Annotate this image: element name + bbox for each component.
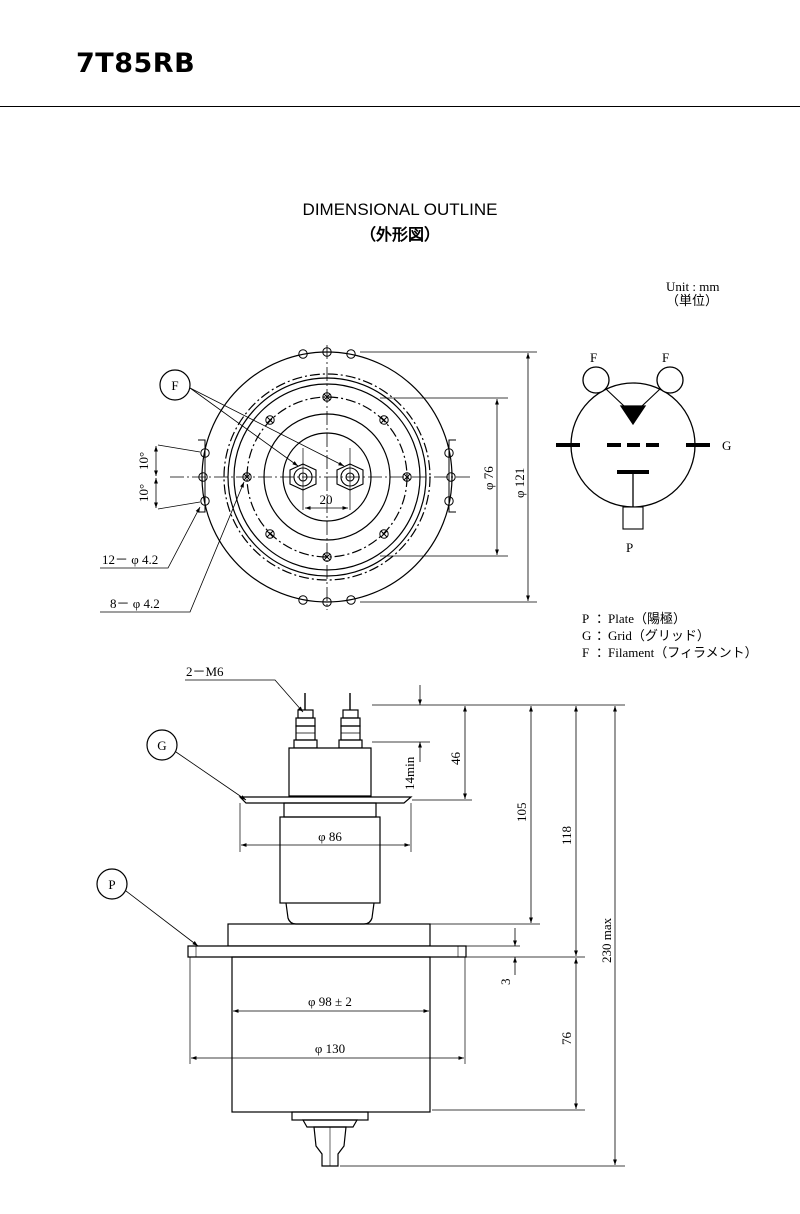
- holes12-leader: [100, 506, 201, 569]
- header-rule: [0, 106, 800, 107]
- angle-label-lower: 10°: [136, 484, 151, 502]
- callout-f-leader-1: [189, 387, 299, 467]
- callout-g-leader: [175, 751, 247, 801]
- callout-f-leader-2: [189, 387, 345, 467]
- ceramic-body: [279, 816, 381, 904]
- phi86-ext: [239, 803, 412, 852]
- schematic-f-left: F: [590, 350, 597, 365]
- terminal-stud-right: [338, 693, 363, 749]
- base-plug: [301, 1119, 359, 1128]
- anode-cooler: [231, 956, 431, 1113]
- right-notch: [448, 439, 456, 513]
- left-notch: [198, 439, 206, 513]
- dim-phi76-label: φ 76: [481, 466, 496, 490]
- plate-top: [227, 923, 431, 947]
- dim-3-label: 3: [498, 979, 513, 986]
- legend-plate: P：Plate（陽極）: [582, 611, 686, 626]
- dim-14min-label: 14min: [402, 756, 417, 790]
- diagram-title: DIMENSIONAL OUTLINE: [302, 200, 498, 219]
- dim-phi130-label: φ 130: [315, 1041, 345, 1056]
- holes8-leader: [100, 481, 245, 613]
- exhaust-tip: [313, 1126, 347, 1167]
- angle-extension-lines: [157, 444, 201, 510]
- callout-p-label: P: [108, 877, 115, 892]
- holes8-label: 8－ φ 4.2: [110, 596, 160, 611]
- terminal-centerlines: [302, 448, 351, 510]
- callout-f-circle: [159, 369, 191, 401]
- diagram-subtitle: （外形図）: [359, 227, 440, 244]
- cathode-vee: [619, 405, 647, 426]
- legend-grid: G：Grid（グリッド）: [582, 628, 710, 643]
- dim-121-ext: [360, 351, 537, 603]
- plate-stem: [622, 506, 644, 530]
- callout-p-circle: [96, 868, 128, 900]
- dim-230max-label: 230 max: [599, 917, 614, 963]
- angle-label-upper: 10°: [136, 452, 151, 470]
- schematic-p: P: [626, 540, 633, 555]
- holes12-label: 12－ φ 4.2: [102, 552, 158, 567]
- pin-legend: P：Plate（陽極） G：Grid（グリッド） F：Filament（フィラメ…: [582, 610, 758, 661]
- plate-flange: [187, 945, 467, 958]
- model-title: 7T85RB: [76, 48, 196, 79]
- filament-pin-right: [656, 366, 684, 394]
- dim-105-label: 105: [514, 803, 529, 823]
- filament-pin-left: [582, 366, 610, 394]
- unit-text: Unit : mm: [666, 279, 720, 294]
- body-neck: [285, 902, 375, 925]
- side-view-labels: 2－M6 G P 14min 46 105 118 230 max 3 76 φ…: [108, 664, 614, 1056]
- schematic-labels: F F G P: [590, 350, 731, 555]
- grid-collar: [283, 802, 377, 818]
- legend-filament: F：Filament（フィラメント）: [582, 645, 758, 660]
- callout-p-leader: [125, 890, 199, 947]
- dim-76-ext: [380, 397, 508, 557]
- base-collar: [291, 1111, 369, 1121]
- thread-label: 2－M6: [186, 664, 224, 679]
- callout-f-label: F: [171, 378, 178, 393]
- filament-section: [288, 747, 372, 797]
- tube-schematic: [556, 366, 710, 530]
- side-view: [96, 679, 625, 1167]
- dim-76-label: 76: [559, 1032, 574, 1046]
- dim-phi121-label: φ 121: [512, 468, 527, 498]
- schematic-f-right: F: [662, 350, 669, 365]
- terminal-stud-left: [293, 693, 318, 749]
- grid-flange: [238, 796, 413, 804]
- flange-ends: [195, 946, 459, 957]
- thread-leader: [185, 679, 304, 713]
- dim-46-label: 46: [448, 752, 463, 766]
- schematic-g: G: [722, 438, 731, 453]
- phi130-ext: [189, 957, 466, 1064]
- unit-text-jp: （単位）: [666, 293, 719, 308]
- dim-phi86-label: φ 86: [318, 829, 342, 844]
- callout-g-label: G: [157, 738, 166, 753]
- dim-phi98-label: φ 98 ± 2: [308, 994, 352, 1009]
- callout-g-circle: [146, 729, 178, 761]
- unit-label: Unit : mm （単位）: [666, 280, 719, 308]
- dim-20-label: 20: [320, 492, 333, 507]
- dim-118-label: 118: [559, 826, 574, 845]
- top-view-labels: F 10° 10° 20 φ 76 φ 121 12－ φ 4.2 8－ φ 4…: [102, 378, 527, 611]
- top-view: [100, 345, 537, 613]
